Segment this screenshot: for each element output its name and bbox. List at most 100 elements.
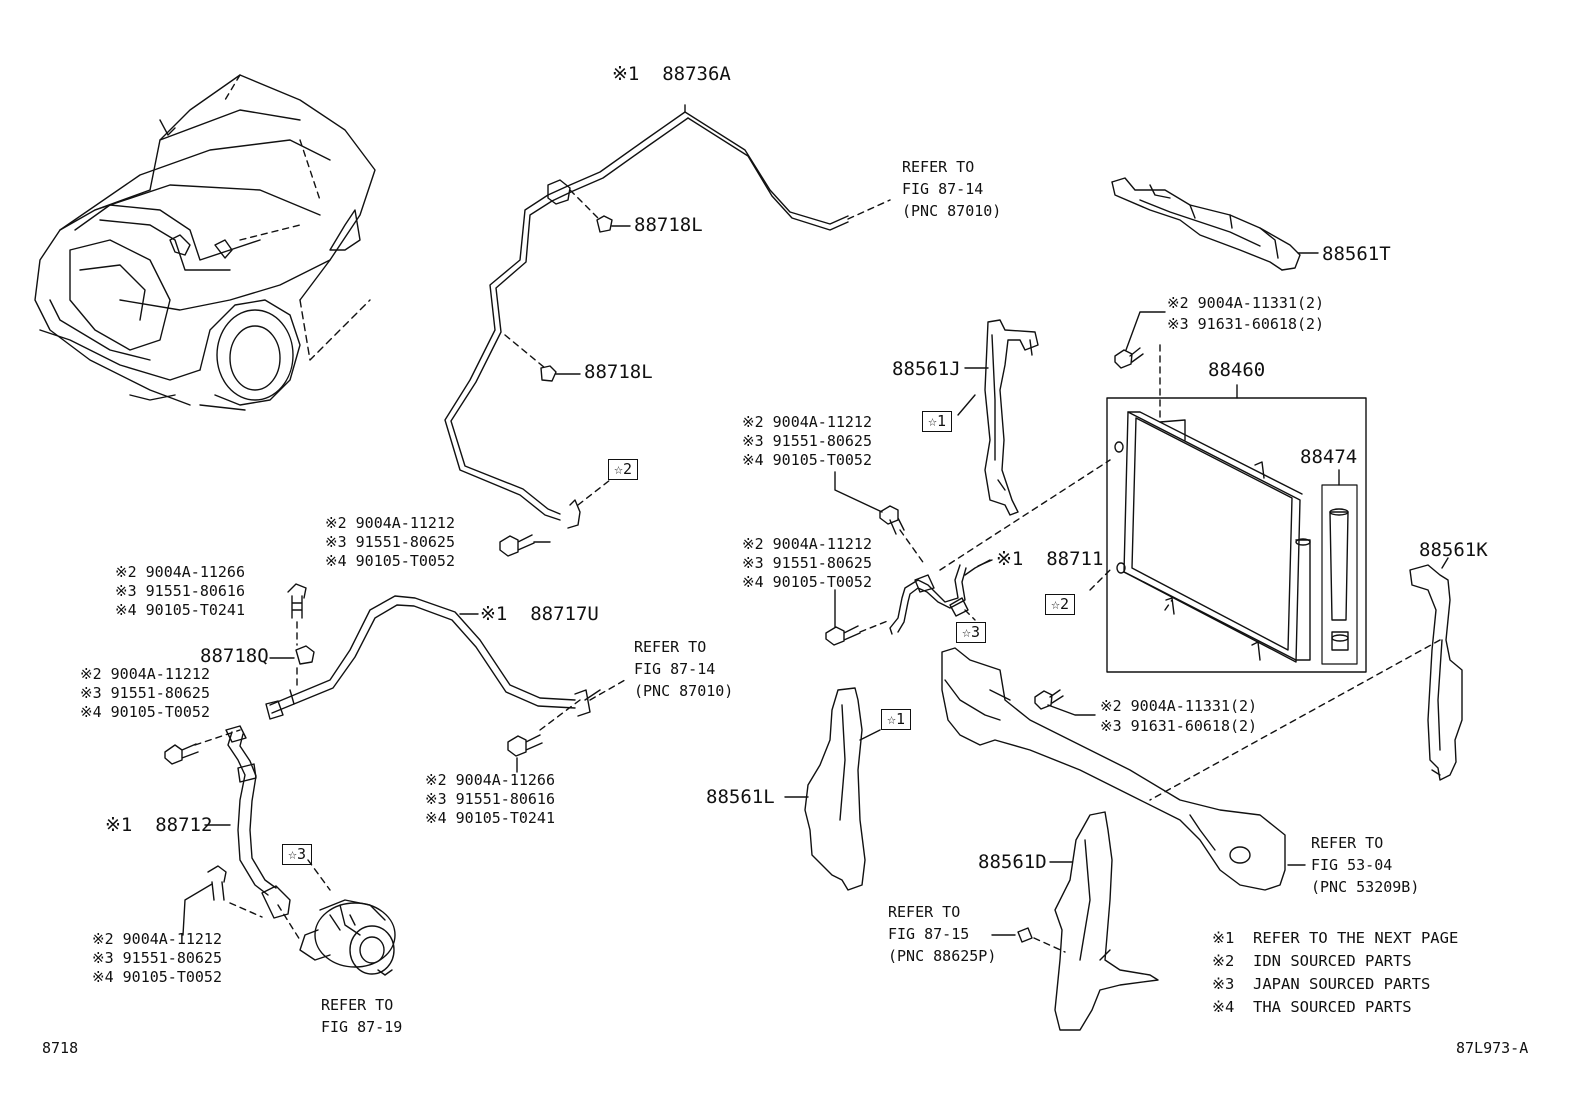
legend-text: JAPAN SOURCED PARTS bbox=[1253, 975, 1431, 993]
cond-bolt-low-2: ※3 91631-60618(2) bbox=[1100, 717, 1258, 735]
leader-clip-dash bbox=[1033, 937, 1066, 953]
callout-88718Q: 88718Q bbox=[200, 645, 269, 667]
legend-item: ※1 REFER TO THE NEXT PAGE bbox=[1212, 929, 1459, 954]
leaders-top bbox=[504, 189, 891, 506]
clamp-88718L-mid bbox=[540, 365, 557, 382]
leader-solid-top bbox=[533, 225, 631, 543]
clamp-88718L-top bbox=[596, 215, 613, 233]
refer-mid-2: FIG 87-14 bbox=[634, 660, 716, 678]
bolt-center-1: ※2 9004A-11266 bbox=[425, 771, 555, 789]
bolt-left-lower-icon bbox=[164, 743, 199, 765]
bolt-r2-icon bbox=[825, 625, 861, 646]
cond-bolt-low-1: ※2 9004A-11331(2) bbox=[1100, 697, 1258, 715]
callout-88561T: 88561T bbox=[1322, 243, 1391, 265]
leader-star1-L bbox=[859, 729, 881, 741]
condenser-88460 bbox=[1114, 411, 1303, 663]
callout-88712: ※1 88712 bbox=[105, 814, 213, 836]
callout-88474: 88474 bbox=[1300, 446, 1358, 468]
callout-88460: 88460 bbox=[1208, 359, 1266, 381]
tube-88711 bbox=[889, 559, 991, 635]
legend-text: THA SOURCED PARTS bbox=[1253, 998, 1412, 1016]
bolt-left-2: ※3 91551-80616 bbox=[115, 582, 245, 600]
legend-item: ※3 JAPAN SOURCED PARTS bbox=[1212, 975, 1458, 1000]
star1-L-marker: ☆1 bbox=[881, 709, 912, 730]
refer-comp-2: FIG 87-19 bbox=[321, 1018, 403, 1036]
callout-88561K: 88561K bbox=[1419, 539, 1488, 561]
star2-pipe-marker: ☆2 bbox=[608, 459, 639, 480]
bolt-center-icon bbox=[507, 734, 543, 757]
leader-88711 bbox=[977, 559, 993, 567]
seal-88561J bbox=[984, 319, 1039, 516]
cond-bolt-2: ※3 91631-60618(2) bbox=[1167, 315, 1325, 333]
leader-88561K bbox=[1441, 557, 1449, 569]
bolt-pipe-1: ※2 9004A-11212 bbox=[325, 514, 455, 532]
bolt-comp-3: ※4 90105-T0052 bbox=[92, 968, 222, 986]
bolt-comp-icon bbox=[207, 865, 227, 901]
clip-icon bbox=[1017, 927, 1033, 943]
compressor bbox=[261, 885, 396, 976]
leaders-right-center bbox=[859, 459, 1173, 633]
bolt-center-2: ※3 91551-80616 bbox=[425, 790, 555, 808]
legend-text: IDN SOURCED PARTS bbox=[1253, 952, 1412, 970]
bolt-cond-low-icon bbox=[1034, 689, 1064, 710]
refer-mid-3: (PNC 87010) bbox=[634, 682, 734, 700]
legend-mark: ※1 bbox=[1212, 929, 1235, 947]
illustration-code: 87L973-A bbox=[1456, 1039, 1529, 1057]
refer-clip-1: REFER TO bbox=[888, 903, 961, 921]
callout-88561L: 88561L bbox=[706, 786, 775, 808]
leader-88561K-dash bbox=[1149, 639, 1441, 801]
refer-top-1: REFER TO bbox=[902, 158, 975, 176]
bolt-hose-1: ※2 9004A-11212 bbox=[80, 665, 210, 683]
bolt-left-3: ※4 90105-T0241 bbox=[115, 601, 245, 619]
bolt-comp-1: ※2 9004A-11212 bbox=[92, 930, 222, 948]
leader-cond-bolt bbox=[1125, 311, 1166, 351]
refer-top-2: FIG 87-14 bbox=[902, 180, 984, 198]
legend-text: REFER TO THE NEXT PAGE bbox=[1253, 929, 1459, 947]
star3-left-marker: ☆3 bbox=[282, 844, 313, 865]
star1-J-marker: ☆1 bbox=[922, 411, 953, 432]
bolt-r2-2: ※3 91551-80625 bbox=[742, 554, 872, 572]
bolt-center-3: ※4 90105-T0241 bbox=[425, 809, 555, 827]
seal-88561T bbox=[1111, 177, 1301, 271]
bolt-r1-3: ※4 90105-T0052 bbox=[742, 451, 872, 469]
bolt-cond-top-icon bbox=[1114, 347, 1144, 369]
seal-88561K bbox=[1409, 564, 1463, 781]
leaders-left bbox=[194, 621, 626, 746]
legend-mark: ※3 bbox=[1212, 975, 1235, 993]
bolt-pipe-2: ※3 91551-80625 bbox=[325, 533, 455, 551]
bolt-r1-icon bbox=[879, 505, 905, 535]
dryer-88474 bbox=[1295, 484, 1358, 665]
star3-right-marker: ☆3 bbox=[956, 622, 987, 643]
star2-cond-marker: ☆2 bbox=[1045, 594, 1076, 615]
callout-88718L-mid: 88718L bbox=[584, 361, 653, 383]
bolt-88718Q-icon bbox=[287, 583, 307, 619]
seal-88561L bbox=[804, 687, 866, 891]
bolt-left-1: ※2 9004A-11266 bbox=[115, 563, 245, 581]
legend-item: ※4 THA SOURCED PARTS bbox=[1212, 998, 1458, 1023]
bolt-r1-1: ※2 9004A-11212 bbox=[742, 413, 872, 431]
bolt-pipe-icon bbox=[499, 534, 535, 557]
leader-star1-J bbox=[957, 394, 976, 416]
bolt-hose-2: ※3 91551-80625 bbox=[80, 684, 210, 702]
cond-bolt-1: ※2 9004A-11331(2) bbox=[1167, 294, 1325, 312]
radiator-support bbox=[941, 647, 1286, 891]
callout-88561D: 88561D bbox=[978, 851, 1047, 873]
legend: ※1 REFER TO THE NEXT PAGE ※2 IDN SOURCED… bbox=[1212, 929, 1459, 1023]
refer-support-3: (PNC 53209B) bbox=[1311, 878, 1420, 896]
vehicle-inset-illustration bbox=[34, 74, 376, 411]
bolt-r2-3: ※4 90105-T0052 bbox=[742, 573, 872, 591]
leaders-comp bbox=[229, 859, 331, 941]
clamp-88718Q-icon bbox=[295, 645, 315, 665]
legend-mark: ※2 bbox=[1212, 952, 1235, 970]
legend-item: ※2 IDN SOURCED PARTS bbox=[1212, 952, 1458, 977]
leader-cond-low bbox=[1047, 704, 1096, 716]
leader-bolt-r1 bbox=[834, 471, 883, 513]
leader-bolt-comp bbox=[182, 883, 213, 936]
callout-88718L-top: 88718L bbox=[634, 214, 703, 236]
refer-comp-1: REFER TO bbox=[321, 996, 394, 1014]
bolt-comp-2: ※3 91551-80625 bbox=[92, 949, 222, 967]
callout-88711: ※1 88711 bbox=[996, 548, 1104, 570]
refer-clip-2: FIG 87-15 bbox=[888, 925, 970, 943]
